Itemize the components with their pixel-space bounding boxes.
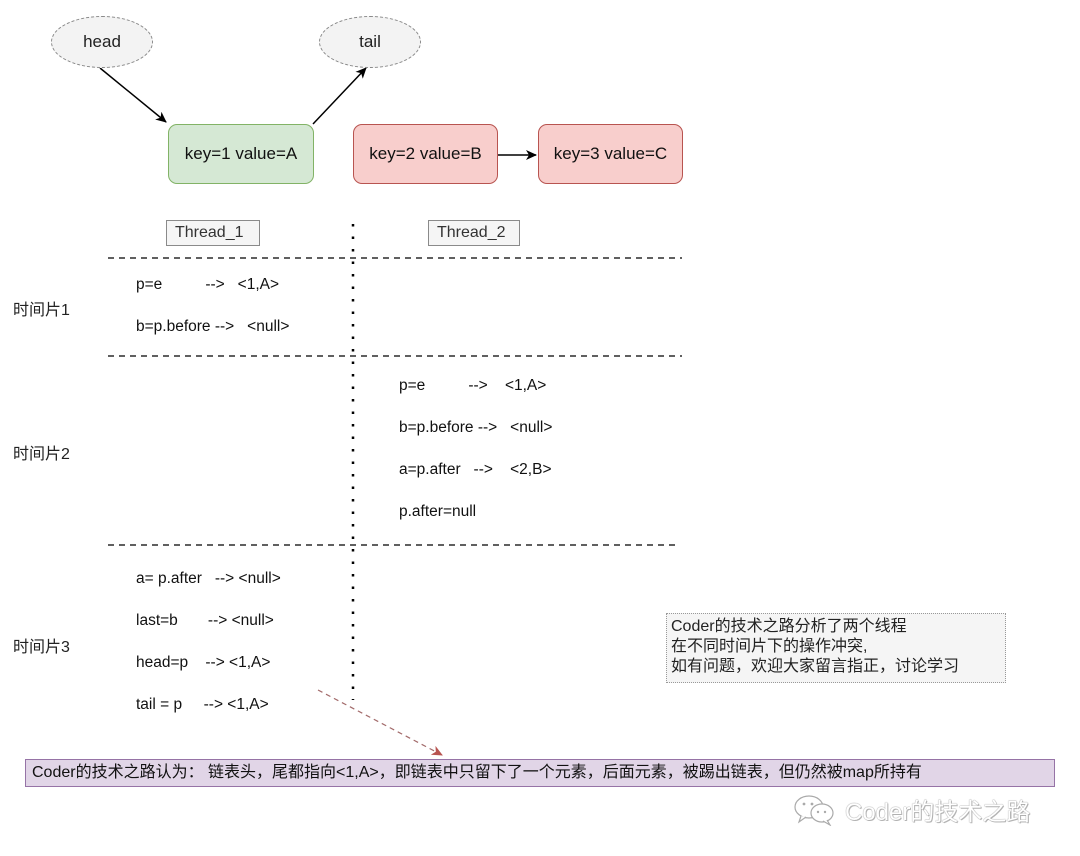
slice-2-thread-2-op: p.after=null	[399, 503, 477, 520]
node-key-1: key=1 value=A	[168, 124, 314, 184]
thread-2-header: Thread_2	[428, 220, 520, 246]
tail-pointer: tail	[319, 16, 421, 68]
slice-2-thread-2-op: a=p.after --> <2,B>	[399, 461, 552, 478]
time-slice-3-label: 时间片3	[13, 639, 70, 656]
head-pointer: head	[51, 16, 153, 68]
note-line: 在不同时间片下的操作冲突,	[671, 638, 868, 655]
head-pointer-label: head	[83, 32, 121, 51]
watermark: Coder的技术之路	[793, 792, 1030, 827]
slice-2-thread-2-op: b=p.before --> <null>	[399, 419, 553, 436]
time-slice-2-label: 时间片2	[13, 446, 70, 463]
node-label: key=3 value=C	[553, 144, 668, 163]
slice-3-thread-1-op: a= p.after --> <null>	[136, 570, 281, 587]
slice-3-thread-1-op: head=p --> <1,A>	[136, 654, 271, 671]
conclusion-banner: Coder的技术之路认为： 链表头，尾都指向<1,A>，即链表中只留下了一个元素…	[25, 759, 1055, 787]
node-label: key=2 value=B	[369, 144, 482, 163]
watermark-text: Coder的技术之路	[845, 799, 1031, 826]
slice-1-thread-1-op: p=e --> <1,A>	[136, 276, 280, 293]
node-label: key=1 value=A	[184, 144, 298, 163]
tail-pointer-arrow	[312, 67, 367, 125]
tail-pointer-label: tail	[359, 32, 381, 51]
time-slice-1-label: 时间片1	[13, 302, 70, 319]
thread-1-header: Thread_1	[166, 220, 260, 246]
node-key-3: key=3 value=C	[538, 124, 683, 184]
slice-3-thread-1-op: last=b --> <null>	[136, 612, 274, 629]
slice-3-thread-1-op: tail = p --> <1,A>	[136, 696, 269, 713]
node-key-2: key=2 value=B	[353, 124, 498, 184]
conclusion-pointer-arrow	[317, 689, 443, 756]
note-line: 如有问题，欢迎大家留言指正，讨论学习	[671, 658, 960, 675]
analysis-note: Coder的技术之路分析了两个线程 在不同时间片下的操作冲突, 如有问题，欢迎大…	[666, 613, 1006, 683]
slice-1-thread-1-op: b=p.before --> <null>	[136, 318, 290, 335]
head-pointer-arrow	[99, 67, 167, 123]
note-line: Coder的技术之路分析了两个线程	[671, 618, 907, 635]
wechat-icon	[794, 794, 834, 826]
slice-2-thread-2-op: p=e --> <1,A>	[399, 377, 547, 394]
